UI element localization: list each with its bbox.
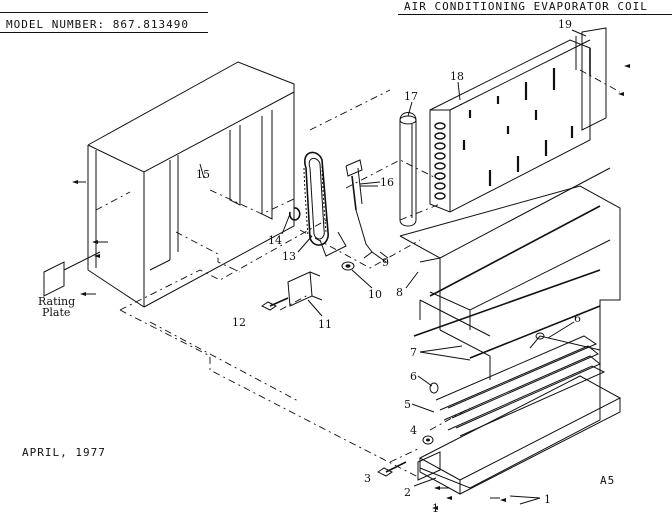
callout-2: 2 — [404, 486, 411, 499]
callout-1b: 1 — [432, 502, 439, 515]
rating-plate: Rating Plate — [38, 251, 101, 319]
callout-7: 7 — [410, 346, 417, 359]
title-underline — [398, 14, 672, 15]
accumulator-tube — [399, 112, 417, 227]
alignment-lines — [95, 69, 621, 479]
heater-element — [429, 332, 606, 437]
leader-lines — [199, 29, 587, 505]
callout-12: 12 — [232, 316, 246, 329]
callout-3: 3 — [364, 472, 371, 485]
model-number-underline — [0, 32, 208, 33]
callout-11: 11 — [318, 318, 332, 331]
revision-date: APRIL, 1977 — [22, 446, 106, 459]
callout-10: 10 — [368, 288, 382, 301]
model-number-topline — [0, 12, 208, 13]
coil-end-plate — [575, 27, 630, 131]
callout-14: 14 — [268, 234, 282, 247]
diagram-title: AIR CONDITIONING EVAPORATOR COIL — [404, 0, 648, 13]
callout-6b: 6 — [410, 370, 417, 383]
washer-4 — [422, 435, 434, 445]
callout-13: 13 — [282, 250, 296, 263]
cabinet-housing — [87, 61, 295, 308]
callout-5: 5 — [404, 398, 411, 411]
screws-left — [72, 180, 108, 244]
page-code: A5 — [600, 474, 616, 487]
evaporator-coil — [429, 39, 591, 213]
rating-plate-label-line2: Plate — [42, 306, 70, 319]
support-rods — [413, 269, 601, 359]
callout-19: 19 — [558, 18, 572, 31]
mounting-plate — [287, 271, 323, 307]
callout-16: 16 — [380, 176, 394, 189]
callout-17: 17 — [404, 90, 418, 103]
rating-plate-label-line1: Rating — [38, 295, 75, 308]
bolt-3 — [377, 461, 407, 477]
callout-4: 4 — [410, 424, 417, 437]
callout-labels: 1 1 2 3 4 5 6 6 7 8 9 10 11 12 13 14 15 … — [196, 18, 581, 515]
thermostat-bracket — [345, 159, 387, 263]
callout-1: 1 — [544, 493, 551, 506]
fan-scroll-assembly — [303, 151, 347, 257]
callout-8: 8 — [396, 286, 403, 299]
model-number-label: MODEL NUMBER: 867.813490 — [6, 18, 189, 31]
chassis-frame — [399, 167, 621, 489]
bolt-12 — [261, 297, 289, 311]
screws-bottom — [432, 486, 506, 510]
drain-pan — [417, 375, 622, 495]
clip-part — [288, 207, 301, 221]
callout-6a: 6 — [574, 312, 581, 325]
callout-15: 15 — [196, 168, 210, 181]
grommet-part — [341, 261, 355, 271]
callout-9: 9 — [382, 256, 389, 269]
callout-18: 18 — [450, 70, 464, 83]
